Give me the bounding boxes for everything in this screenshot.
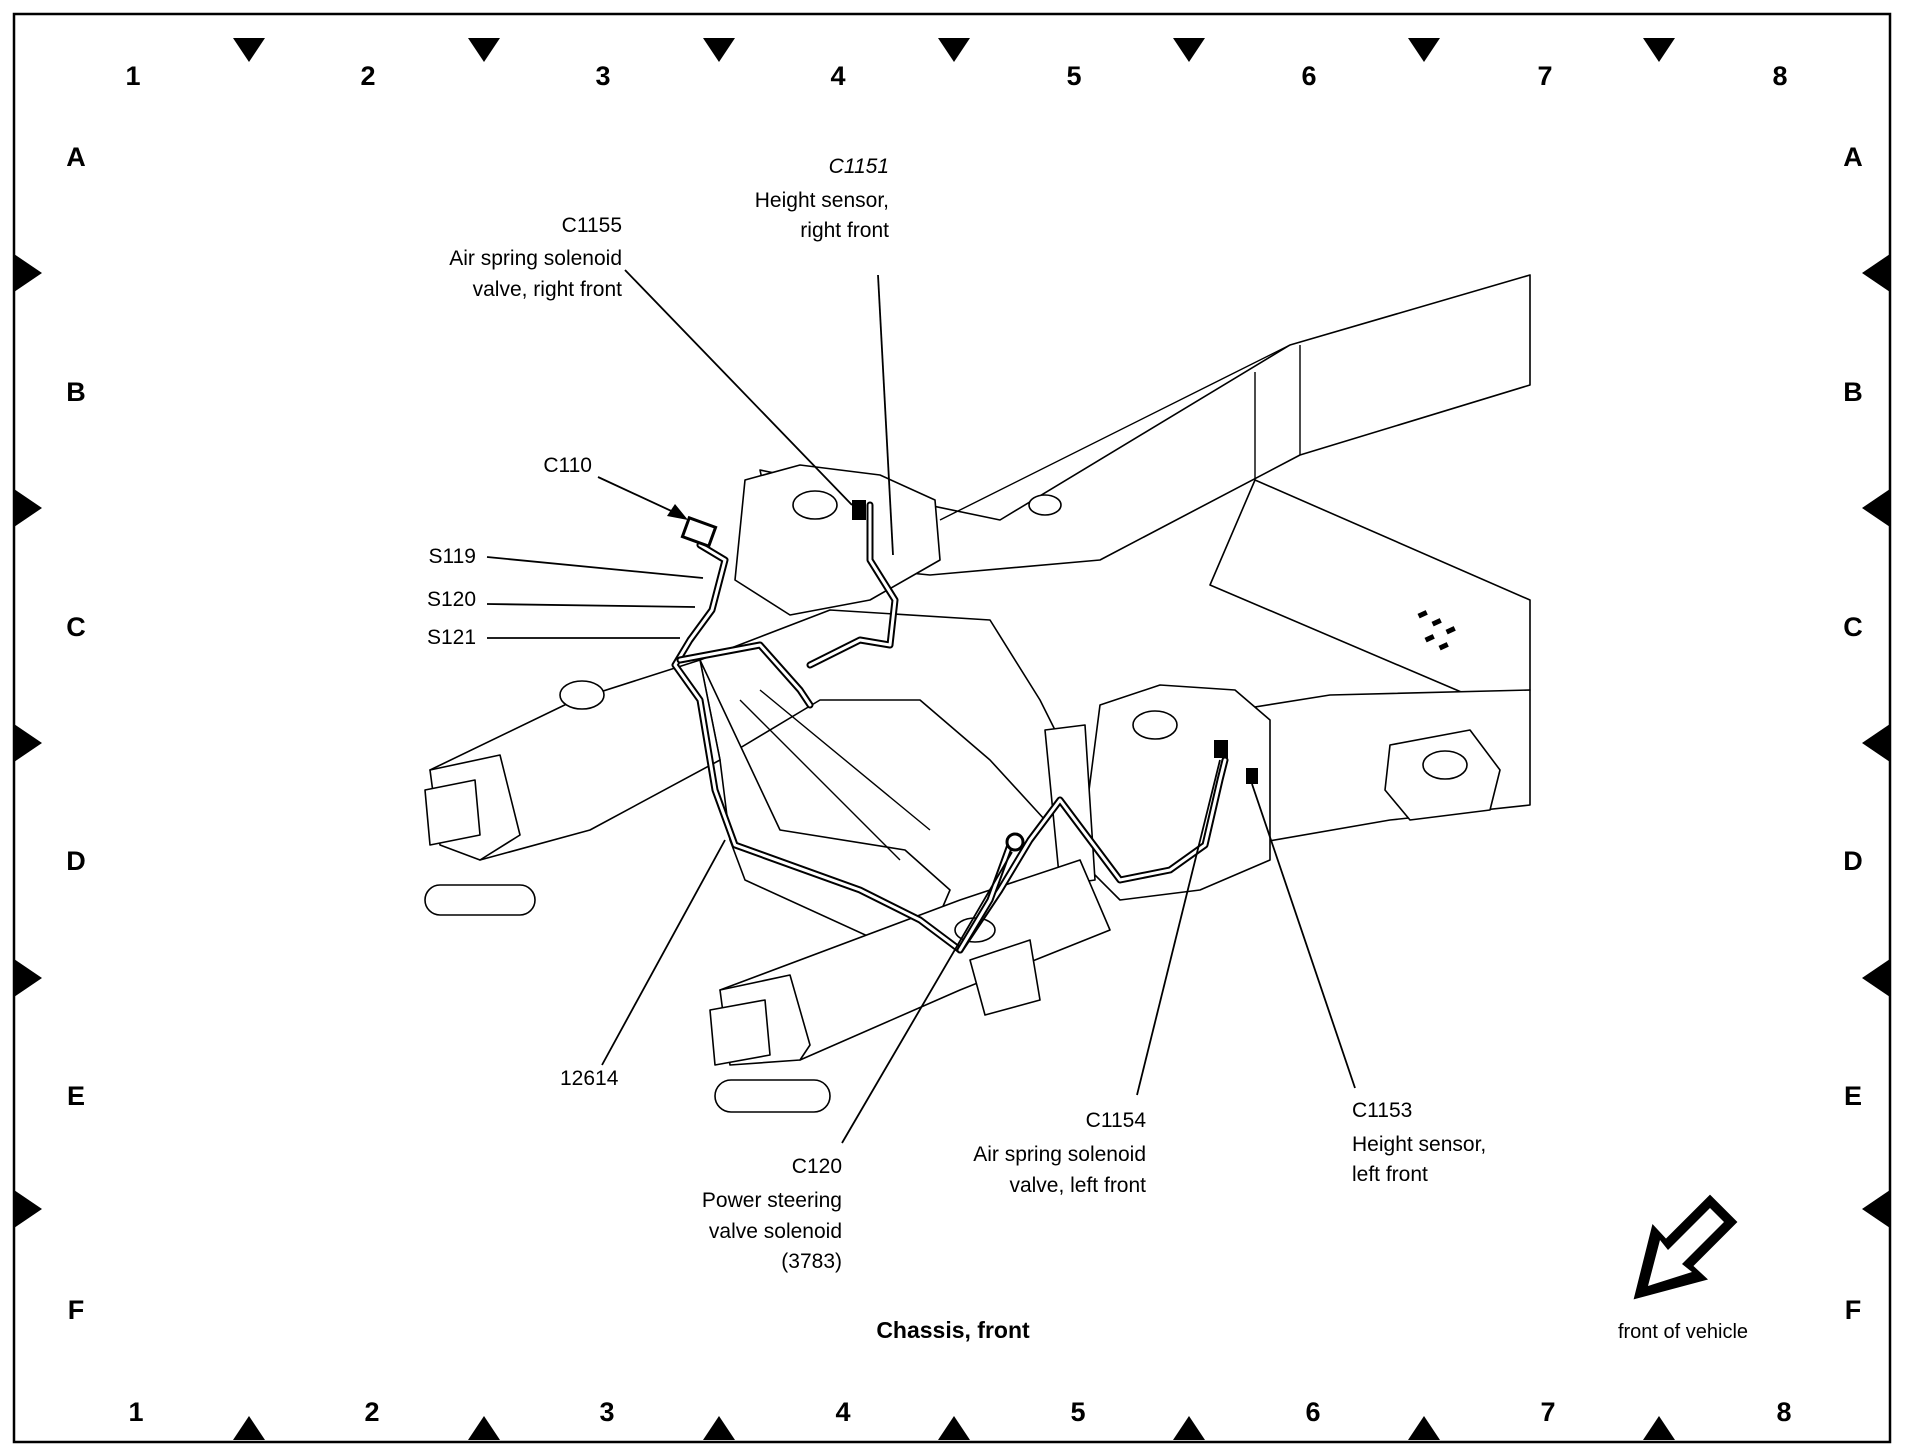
row-label: F xyxy=(1845,1295,1862,1325)
callout-line: valve solenoid xyxy=(709,1220,842,1243)
row-label: B xyxy=(1843,377,1863,407)
callout-s120: S120 xyxy=(427,588,476,611)
callout-line: Power steering xyxy=(702,1189,842,1212)
c120-connector xyxy=(1005,832,1025,852)
callout-line: right front xyxy=(800,219,889,242)
callout-code: C1153 xyxy=(1352,1099,1412,1122)
column-label: 3 xyxy=(595,61,610,91)
left-grid-markers xyxy=(14,254,42,1228)
callout-c1153: C1153 Height sensor, left front xyxy=(1352,1099,1486,1186)
callout-line: left front xyxy=(1352,1163,1428,1186)
callout-code: C120 xyxy=(792,1155,842,1178)
row-label: F xyxy=(68,1295,85,1325)
column-label: 8 xyxy=(1772,61,1787,91)
callout-c120: C120 Power steering valve solenoid (3783… xyxy=(702,1155,842,1273)
column-label: 7 xyxy=(1540,1397,1555,1427)
row-label: E xyxy=(1844,1081,1862,1111)
right-spring-tower xyxy=(734,464,941,616)
wiring-harness xyxy=(671,500,1258,954)
right-row-labels: A B C D E F xyxy=(1843,142,1863,1325)
top-column-labels: 1 2 3 4 5 6 7 8 xyxy=(125,61,1787,91)
column-label: 1 xyxy=(125,61,140,91)
column-label: 2 xyxy=(364,1397,379,1427)
callout-line: valve, right front xyxy=(473,278,623,301)
c1154-connector xyxy=(1214,740,1228,758)
callout-code: C1154 xyxy=(1086,1109,1147,1132)
row-label: D xyxy=(66,846,86,876)
column-label: 4 xyxy=(835,1397,850,1427)
callout-12614: 12614 xyxy=(560,1067,619,1090)
callout-code: C1155 xyxy=(562,214,622,237)
callout-line: valve, left front xyxy=(1009,1174,1146,1197)
right-grid-markers xyxy=(1862,254,1890,1228)
callout-c1151: C1151 Height sensor, right front xyxy=(755,155,889,242)
row-label: C xyxy=(66,612,86,642)
front-of-vehicle-label: front of vehicle xyxy=(1618,1321,1748,1343)
callout-c110: C110 xyxy=(543,454,592,477)
callout-line: Height sensor, xyxy=(755,189,889,212)
column-label: 6 xyxy=(1301,61,1316,91)
callout-s119: S119 xyxy=(429,545,477,568)
bottom-column-labels: 1 2 3 4 5 6 7 8 xyxy=(128,1397,1791,1427)
column-label: 8 xyxy=(1776,1397,1791,1427)
chassis-illustration xyxy=(424,274,1531,1113)
row-label: B xyxy=(66,377,86,407)
column-label: 4 xyxy=(830,61,845,91)
row-label: E xyxy=(67,1081,85,1111)
callout-c1154: C1154 Air spring solenoid valve, left fr… xyxy=(973,1109,1146,1197)
row-label: A xyxy=(66,142,86,172)
column-label: 1 xyxy=(128,1397,143,1427)
c1153-connector xyxy=(1246,768,1258,784)
callout-s121: S121 xyxy=(427,626,476,649)
c110-connector xyxy=(680,515,718,549)
column-label: 5 xyxy=(1070,1397,1085,1427)
row-label: D xyxy=(1843,846,1863,876)
callout-c1155: C1155 Air spring solenoid valve, right f… xyxy=(449,214,622,301)
left-row-labels: A B C D E F xyxy=(66,142,86,1325)
c1155-connector xyxy=(852,500,866,520)
callout-line: Air spring solenoid xyxy=(449,247,622,270)
callout-line: (3783) xyxy=(781,1250,842,1273)
column-label: 7 xyxy=(1537,61,1552,91)
leader-lines xyxy=(486,269,1356,1144)
bottom-grid-markers xyxy=(233,1416,1675,1440)
row-label: A xyxy=(1843,142,1863,172)
callout-code: C1151 xyxy=(829,155,889,178)
diagram-caption: Chassis, front xyxy=(876,1317,1030,1343)
column-label: 3 xyxy=(599,1397,614,1427)
callout-line: Air spring solenoid xyxy=(973,1143,1146,1166)
column-label: 5 xyxy=(1066,61,1081,91)
rear-cross-member xyxy=(1209,479,1531,701)
top-grid-markers xyxy=(233,38,1675,62)
callout-line: Height sensor, xyxy=(1352,1133,1486,1156)
row-label: C xyxy=(1843,612,1863,642)
column-label: 2 xyxy=(360,61,375,91)
front-of-vehicle-arrow-icon xyxy=(1633,1194,1738,1300)
column-label: 6 xyxy=(1305,1397,1320,1427)
